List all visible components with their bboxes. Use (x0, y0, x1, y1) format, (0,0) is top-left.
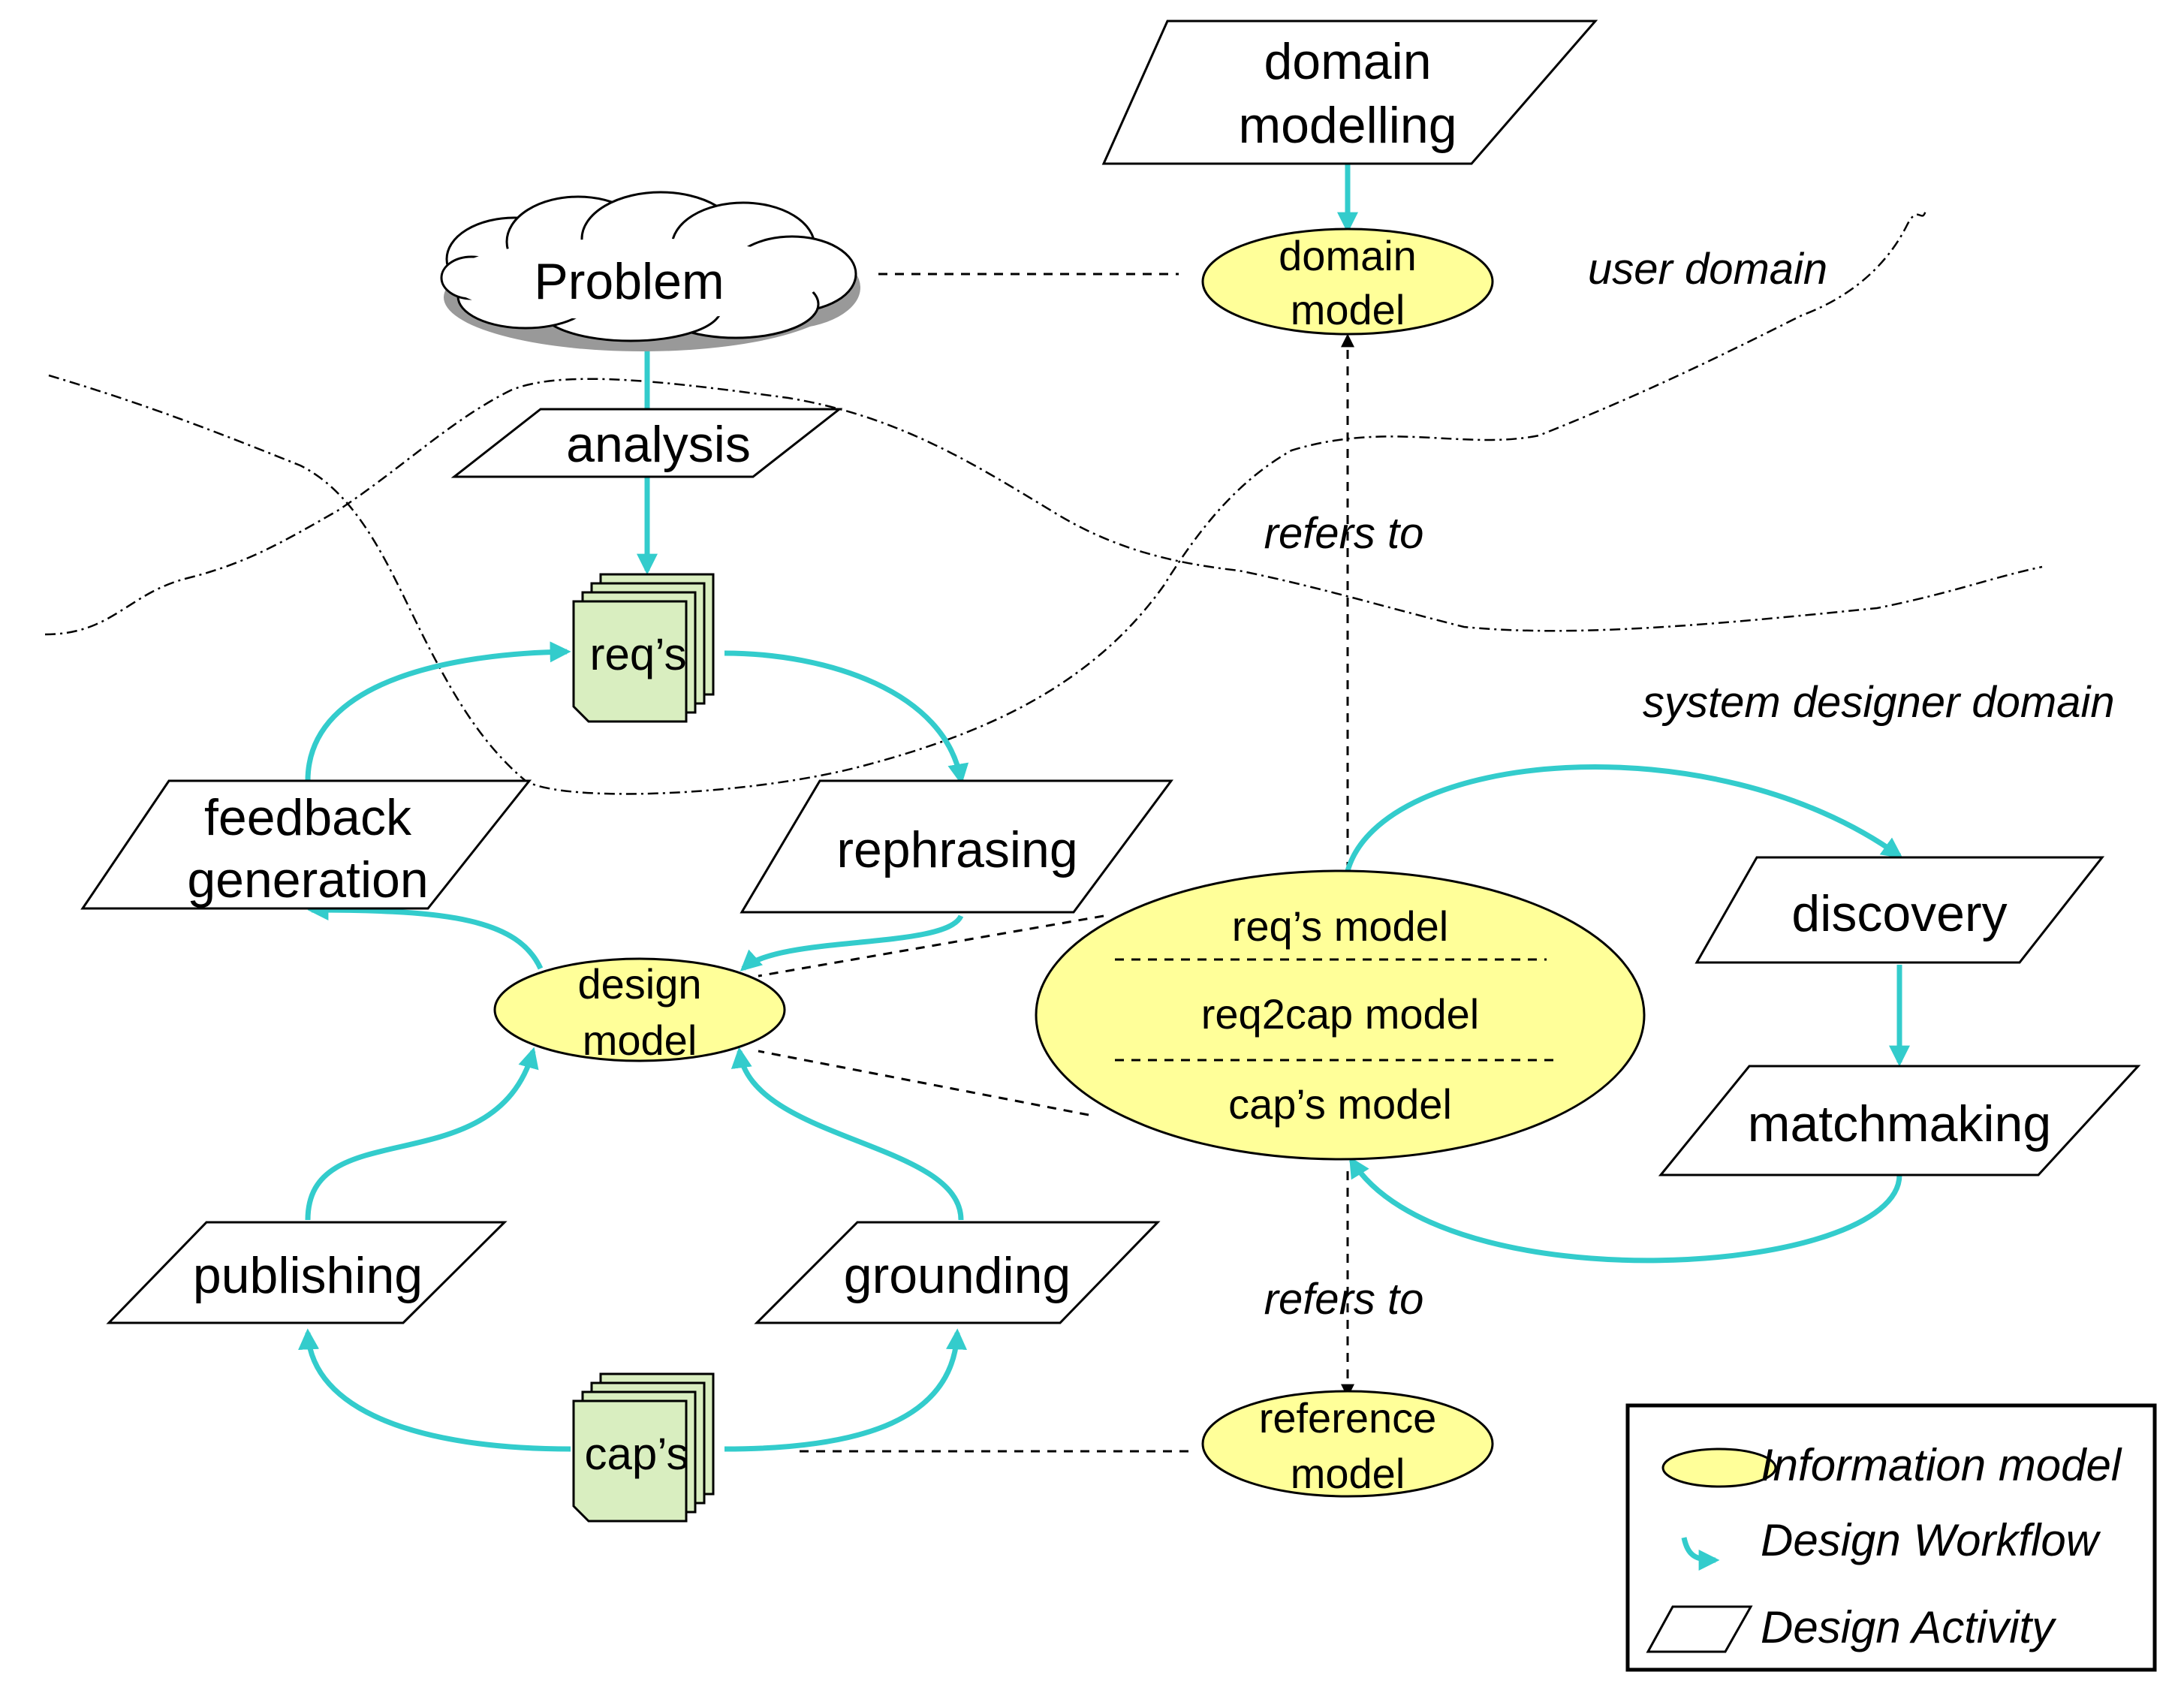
problem-label: Problem (534, 253, 724, 310)
model-reference-model-line-2: model (1291, 1450, 1405, 1497)
flow-grounding-to-design-model (731, 1047, 964, 1221)
activity-discovery-label: discovery (1791, 885, 2007, 942)
boundary-line-horizontal (44, 378, 2043, 636)
composite-caps-model-label: cap’s model (1228, 1080, 1452, 1128)
flow-matchmaking-to-caps-model (1349, 1156, 1902, 1264)
flow-reqs-model-to-discovery (1345, 764, 1903, 872)
model-domain-model-line-2: model (1291, 286, 1405, 333)
activity-matchmaking: matchmaking (1658, 1065, 2141, 1176)
legend-design-activity: Design Activity (1761, 1602, 2057, 1652)
activity-feedback-generation-line-1: feedback (204, 789, 412, 846)
model-design-model: design model (493, 957, 786, 1064)
document-caps-label: cap’s (585, 1429, 689, 1479)
legend-design-workflow: Design Workflow (1761, 1515, 2101, 1565)
user-domain-label: user domain (1588, 245, 1827, 294)
model-design-model-line-2: model (583, 1017, 697, 1064)
legend-parallelogram-swatch (1646, 1605, 1753, 1653)
composite-reqs-model-label: req’s model (1232, 902, 1448, 950)
link-caps-model-design-model (758, 1050, 1089, 1116)
link-reqs-model-design-model (758, 914, 1104, 978)
document-reqs: req’s (572, 573, 715, 723)
legend: Information model Design Workflow Design… (1625, 1403, 2157, 1672)
document-reqs-label: req’s (590, 629, 687, 679)
model-reference-model: reference model (1201, 1390, 1494, 1498)
model-design-model-line-1: design (577, 960, 701, 1008)
activity-domain-modelling: domain modelling (1101, 20, 1598, 165)
activity-matchmaking-label: matchmaking (1748, 1095, 2051, 1152)
flow-publishing-to-design-model (305, 1047, 539, 1221)
activity-grounding-label: grounding (844, 1247, 1071, 1304)
legend-workflow-arrow-icon (1681, 1537, 1720, 1571)
activity-analysis-label: analysis (566, 416, 751, 473)
flow-design-model-to-feedback (307, 899, 544, 970)
model-domain-model-line-1: domain (1279, 232, 1417, 279)
composite-req2cap-model-label: req2cap model (1201, 990, 1479, 1038)
activity-analysis: analysis (450, 408, 843, 478)
model-composite: req’s model req2cap model cap’s model (1035, 869, 1646, 1161)
activity-feedback-generation-line-2: generation (187, 851, 428, 908)
model-reference-model-line-1: reference (1259, 1394, 1437, 1441)
activity-domain-modelling-line-2: modelling (1238, 97, 1457, 154)
boundary-line-diagonal-left (48, 209, 1927, 795)
activity-feedback-generation: feedback generation (80, 779, 532, 910)
activity-publishing: publishing (106, 1221, 508, 1324)
refers-to-label-top: refers to (1264, 509, 1424, 558)
activity-rephrasing-label: rephrasing (836, 821, 1077, 878)
activity-rephrasing: rephrasing (740, 779, 1173, 914)
legend-ellipse-swatch (1661, 1448, 1777, 1488)
activity-domain-modelling-line-1: domain (1264, 33, 1431, 90)
model-domain-model: domain model (1201, 227, 1494, 336)
refers-to-label-bottom: refers to (1264, 1275, 1424, 1324)
document-caps: cap’s (572, 1372, 715, 1523)
activity-publishing-label: publishing (193, 1247, 423, 1304)
flow-feedback-to-reqs (305, 641, 571, 782)
flow-rephrasing-to-design-model (740, 914, 964, 972)
activity-grounding: grounding (754, 1221, 1161, 1324)
legend-information-model: Information model (1761, 1440, 2122, 1490)
activity-discovery: discovery (1694, 856, 2105, 964)
problem-cloud: Problem (440, 191, 860, 351)
flow-caps-to-grounding (724, 1328, 967, 1452)
system-designer-domain-label: system designer domain (1643, 678, 2115, 727)
flow-caps-to-publishing (298, 1328, 571, 1452)
flow-reqs-to-rephrasing (724, 650, 969, 785)
